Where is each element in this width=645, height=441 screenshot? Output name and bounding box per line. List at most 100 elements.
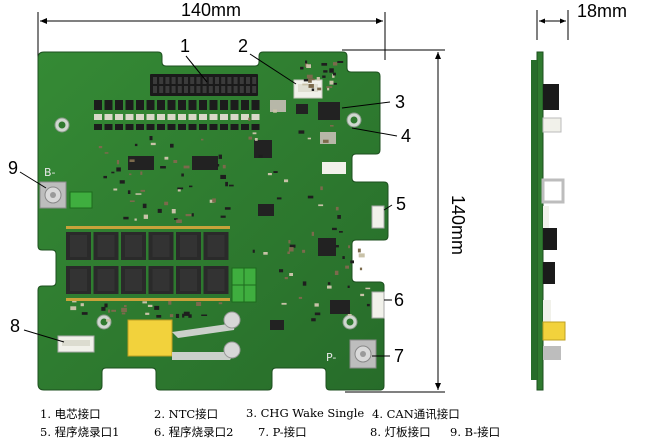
resistor xyxy=(199,100,207,110)
smd-part xyxy=(252,249,255,253)
mosfet-body xyxy=(97,269,115,291)
connector-pin xyxy=(159,86,164,93)
smd-part xyxy=(345,265,349,269)
resistor xyxy=(241,124,249,130)
resistor xyxy=(241,100,249,110)
resistor xyxy=(157,124,165,130)
callout-5: 5 xyxy=(396,194,406,214)
connector-pin xyxy=(239,86,244,93)
smd-part xyxy=(327,282,331,285)
mosfet-body xyxy=(180,269,197,291)
legend-item-3: 3. CHG Wake Single xyxy=(246,406,365,420)
mosfet-body xyxy=(180,235,197,257)
callout-6: 6 xyxy=(394,290,404,310)
p-minus-silkscreen: P- xyxy=(326,351,336,364)
resistor-pad xyxy=(94,114,102,120)
mosfet-rail xyxy=(66,226,230,229)
smd-part xyxy=(134,143,138,147)
smd-part xyxy=(72,300,77,303)
resistor xyxy=(220,124,228,130)
mosfet-body xyxy=(125,235,142,257)
smd-part xyxy=(302,249,306,253)
resistor-pad xyxy=(125,114,134,120)
smd-part xyxy=(104,303,108,308)
smd-part xyxy=(103,175,107,179)
smd-part xyxy=(322,75,326,78)
mosfet-bank xyxy=(66,226,230,301)
smd-part xyxy=(119,180,125,184)
smd-part xyxy=(229,184,234,187)
callout-7: 7 xyxy=(394,346,404,366)
smd-part xyxy=(276,197,282,200)
smd-part xyxy=(154,305,160,310)
smd-part xyxy=(140,189,145,192)
legend-item-1: 1. 电芯接口 xyxy=(40,407,101,421)
prog-port-1 xyxy=(371,205,385,229)
smd-part xyxy=(284,277,288,280)
p-minus-bar xyxy=(172,311,241,360)
smd-part xyxy=(311,88,315,91)
side-view xyxy=(531,51,566,391)
resistor xyxy=(157,100,165,110)
smd-part xyxy=(307,195,314,199)
smd-part xyxy=(334,270,339,275)
connector-pin xyxy=(153,77,157,84)
smd-part xyxy=(311,231,314,236)
smd-part xyxy=(252,132,257,135)
smd-part xyxy=(288,247,294,252)
smd-part xyxy=(300,66,304,70)
resistor xyxy=(251,124,260,130)
smd-part xyxy=(337,61,344,63)
smd-part xyxy=(281,302,287,305)
connector-pin xyxy=(177,86,182,93)
connector-pin xyxy=(233,86,238,93)
smd-part xyxy=(311,318,316,322)
light-board-connector xyxy=(57,335,95,353)
resistor-pad xyxy=(209,114,218,120)
connector-pin xyxy=(196,77,201,84)
resistor xyxy=(94,124,102,130)
smd-part xyxy=(366,303,370,307)
smd-part xyxy=(143,214,148,219)
smd-part xyxy=(289,273,293,276)
mosfet-body xyxy=(207,269,225,291)
resistor-pad xyxy=(146,114,155,120)
smd-part xyxy=(123,216,129,220)
smd-part xyxy=(302,83,308,86)
smd-part xyxy=(164,201,169,206)
smd-part xyxy=(188,314,192,318)
smd-part xyxy=(258,154,263,158)
smd-part xyxy=(323,70,328,73)
smd-part xyxy=(142,301,147,304)
smd-part xyxy=(305,60,308,64)
resistor-pad xyxy=(136,114,144,120)
connector-pin xyxy=(215,86,219,93)
smd-part xyxy=(218,302,223,305)
resistor xyxy=(115,124,123,130)
smd-part xyxy=(307,137,311,140)
connector-pin xyxy=(221,86,226,93)
smd-part xyxy=(332,74,335,78)
resistor xyxy=(136,100,144,110)
resistor xyxy=(209,124,218,130)
resistor-pad xyxy=(199,114,207,120)
smd-part xyxy=(254,138,258,141)
smd-part xyxy=(174,218,178,220)
ic-chips xyxy=(128,100,350,330)
connector-pin xyxy=(190,77,195,84)
resistor-pad xyxy=(230,114,239,120)
smd-part xyxy=(111,309,116,312)
smd-part xyxy=(181,173,184,177)
smd-part xyxy=(164,156,169,160)
resistor xyxy=(188,124,197,130)
resistor xyxy=(104,100,113,110)
resistor xyxy=(115,100,123,110)
connector-pin xyxy=(208,86,213,93)
connector-pin xyxy=(184,77,188,84)
legend: 1. 电芯接口 2. NTC接口 3. CHG Wake Single 4. C… xyxy=(40,404,640,440)
smd-part xyxy=(337,215,341,219)
legend-item-9: 9. B-接口 xyxy=(450,425,501,439)
smd-part xyxy=(175,313,180,318)
smd-part xyxy=(273,109,277,113)
resistor-pad xyxy=(104,114,113,120)
